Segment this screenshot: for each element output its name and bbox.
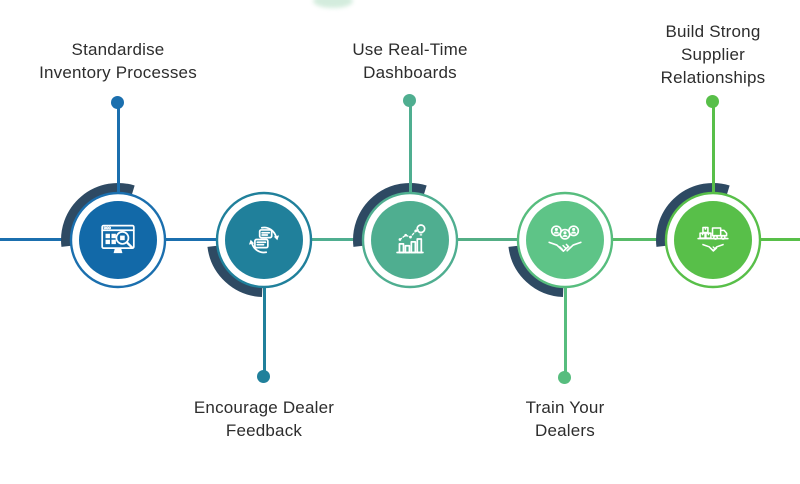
team-handshake-icon [548, 225, 582, 252]
step-2-dot [257, 370, 270, 383]
connector-segment [166, 238, 216, 241]
step-3-core [371, 201, 449, 279]
step-3-stem [408, 100, 412, 194]
step-2-stem [262, 287, 266, 379]
step-3-accent-arc [353, 183, 427, 247]
step-node-4 [507, 182, 623, 298]
step-node-3 [352, 182, 468, 298]
step-2-label: Encourage Dealer Feedback [193, 398, 335, 440]
step-5-core [674, 201, 752, 279]
step-1-dot [111, 96, 124, 109]
step-1-label: Standardise Inventory Processes [39, 40, 197, 82]
step-4-label: Train Your Dealers [525, 398, 605, 440]
connector-segment [458, 238, 517, 241]
step-3-label: Use Real-Time Dashboards [352, 40, 468, 82]
step-4-dot [558, 371, 571, 384]
step-node-5 [655, 182, 771, 298]
step-1-stem [116, 102, 120, 194]
connector-segment [613, 238, 665, 241]
inventory-monitor-search-icon [101, 224, 135, 254]
partial-logo-fragment [313, 0, 353, 8]
step-node-1 [60, 182, 176, 298]
step-2-accent-arc [207, 245, 263, 297]
connector-segment [761, 238, 800, 241]
step-5-stem [711, 101, 715, 194]
step-5-dot [706, 95, 719, 108]
connector-segment [312, 238, 362, 241]
step-5-accent-arc [656, 183, 730, 247]
connector-segment [0, 238, 70, 241]
step-5-label: Build Strong Supplier Relationships [660, 22, 766, 87]
dashboard-chart-bulb-icon [396, 224, 426, 254]
step-4-core [526, 201, 604, 279]
step-node-2 [206, 182, 322, 298]
feedback-chat-cycle-icon [248, 226, 280, 254]
step-3-dot [403, 94, 416, 107]
step-1-core [79, 201, 157, 279]
step-4-accent-arc [508, 245, 564, 297]
step-4-stem [563, 287, 567, 379]
step-1-accent-arc [61, 183, 135, 247]
supplier-truck-handshake-icon [697, 226, 729, 252]
